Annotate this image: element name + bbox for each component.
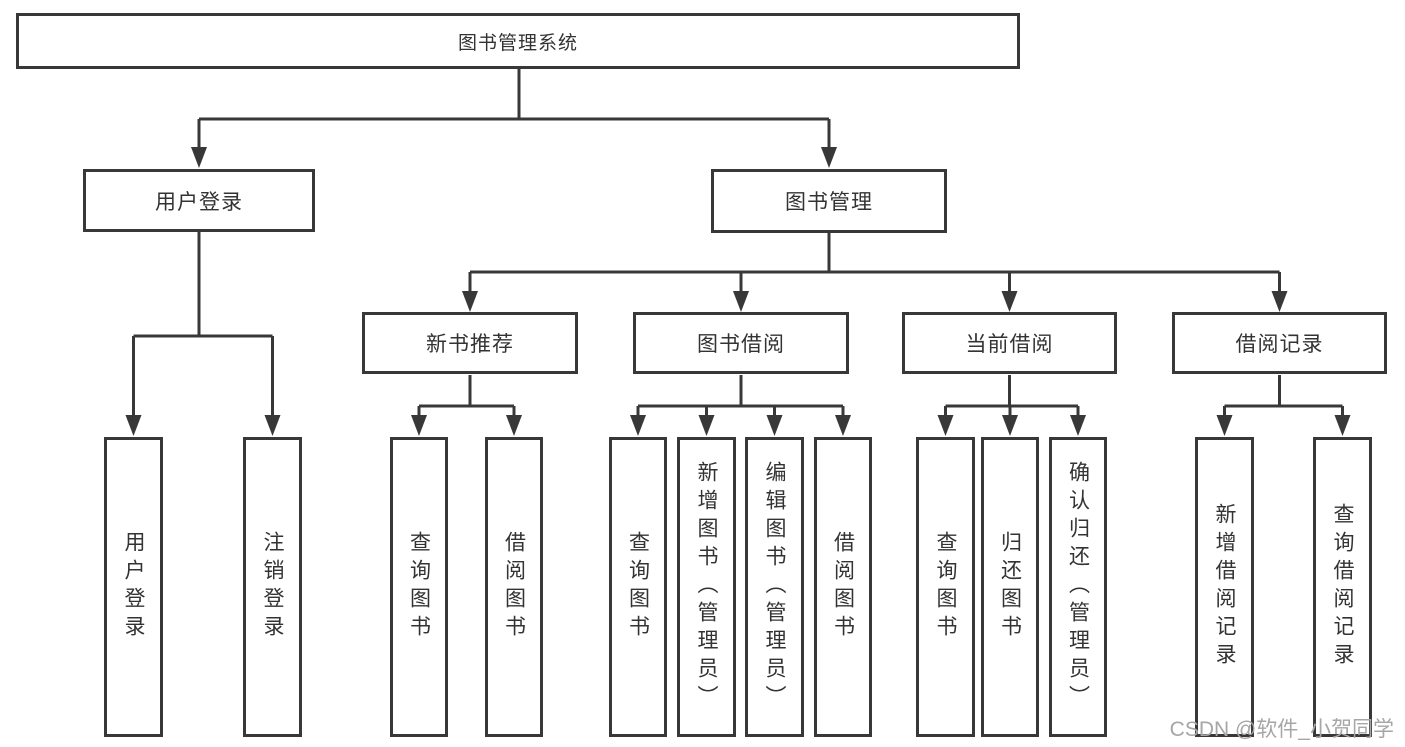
node-new-book-recommend: 新书推荐 xyxy=(362,312,578,374)
leaf-add-book-admin: 新增图书（管理员） xyxy=(677,437,736,737)
leaf-user-login: 用户登录 xyxy=(104,437,163,737)
node-label: 编辑图书（管理员） xyxy=(763,461,786,713)
leaf-borrow-books: 借阅图书 xyxy=(814,437,872,737)
node-label: 注销登录 xyxy=(261,531,284,643)
node-label: 新书推荐 xyxy=(426,333,514,356)
leaf-add-borrow-record: 新增借阅记录 xyxy=(1195,437,1254,737)
node-label: 查询借阅记录 xyxy=(1331,503,1354,671)
leaf-return-books: 归还图书 xyxy=(981,437,1039,737)
node-label: 新增借阅记录 xyxy=(1213,503,1236,671)
leaf-confirm-return-admin: 确认归还（管理员） xyxy=(1049,437,1107,737)
node-label: 图书管理 xyxy=(785,191,873,214)
node-label: 借阅图书 xyxy=(831,531,855,643)
leaf-edit-book-admin: 编辑图书（管理员） xyxy=(745,437,804,737)
node-book-borrowing: 图书借阅 xyxy=(633,312,849,374)
leaf-logout: 注销登录 xyxy=(243,437,302,737)
node-label: 用户登录 xyxy=(122,531,145,643)
node-user-login: 用户登录 xyxy=(83,169,315,232)
node-label: 图书管理系统 xyxy=(457,32,578,54)
node-label: 归还图书 xyxy=(998,531,1022,643)
node-current-borrowing: 当前借阅 xyxy=(902,312,1117,374)
csdn-watermark: CSDN @软件_小贺同学 xyxy=(1169,718,1394,741)
node-label: 查询图书 xyxy=(626,531,650,643)
node-label: 查询图书 xyxy=(407,531,431,643)
leaf-borrow-books-recommend: 借阅图书 xyxy=(485,437,543,737)
node-root-system: 图书管理系统 xyxy=(16,13,1020,69)
node-label: 当前借阅 xyxy=(965,333,1054,356)
node-label: 新增图书（管理员） xyxy=(695,461,718,713)
arrowheads xyxy=(125,147,1351,436)
leaf-query-books-recommend: 查询图书 xyxy=(390,437,448,737)
node-label: 查询图书 xyxy=(934,531,957,643)
node-label: 确认归还（管理员） xyxy=(1066,461,1090,713)
node-label: 用户登录 xyxy=(155,190,243,214)
node-borrowing-records: 借阅记录 xyxy=(1172,312,1387,374)
node-book-management: 图书管理 xyxy=(711,169,947,233)
leaf-query-borrow-record: 查询借阅记录 xyxy=(1313,437,1372,737)
node-label: 图书借阅 xyxy=(697,333,785,356)
node-label: 借阅图书 xyxy=(502,531,526,643)
node-label: 借阅记录 xyxy=(1235,333,1324,356)
leaf-query-books-current: 查询图书 xyxy=(916,437,975,737)
leaf-query-books-borrowing: 查询图书 xyxy=(609,437,667,737)
